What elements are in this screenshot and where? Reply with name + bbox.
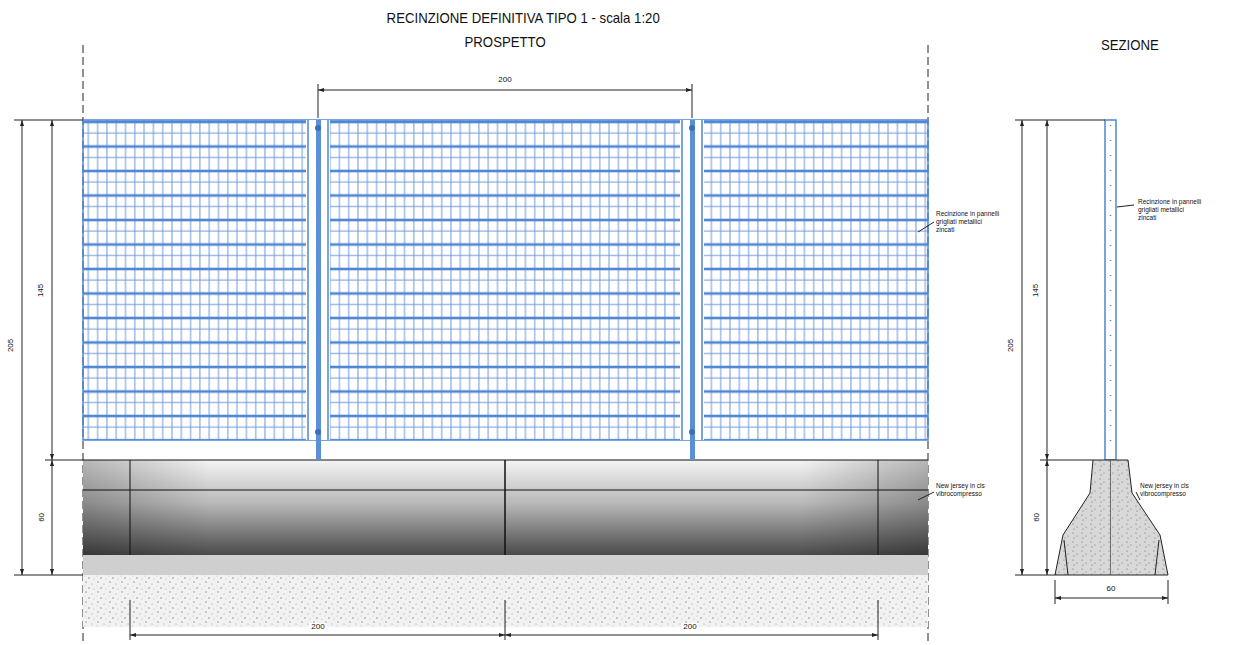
callout-note: Recinzione in pannelli grigliati metalli… [936,210,1002,234]
dimension: 205 [8,336,17,353]
dimension: 60 [1105,585,1118,594]
view-title: SEZIONE [1101,37,1159,54]
dimension: 60 [1033,511,1042,524]
dimension: 60 [38,511,47,524]
dimension: 200 [496,76,513,85]
dimension: 205 [1008,336,1017,353]
callout-note: Recinzione in pannelli grigliati metalli… [1138,198,1204,222]
callout-note: New jersey in cls vibrocompresso [1140,482,1206,498]
dimension: 200 [309,623,326,632]
callout-note: New jersey in cls vibrocompresso [936,482,1002,498]
view-title: PROSPETTO [464,34,545,51]
dimension: 200 [681,623,698,632]
drawing-title: RECINZIONE DEFINITIVA TIPO 1 - scala 1:2… [387,10,660,27]
dimension: 145 [38,281,47,298]
dimension: 145 [1033,281,1042,298]
